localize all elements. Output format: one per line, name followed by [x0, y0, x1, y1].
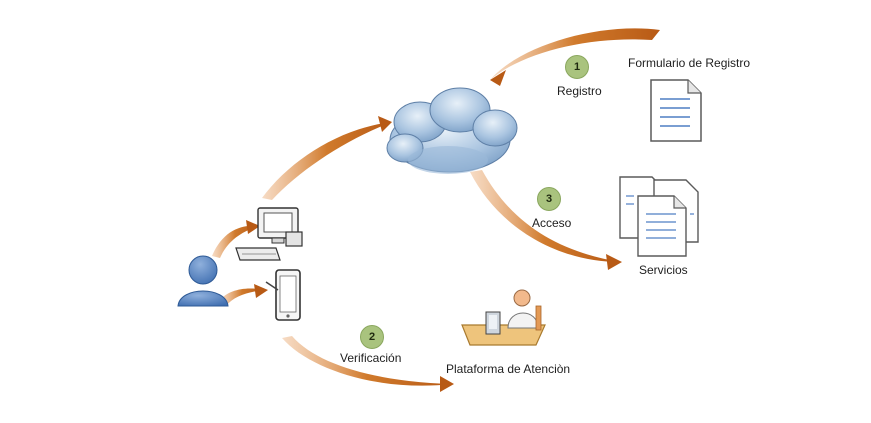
step-badge-3: 3 — [537, 187, 561, 211]
node-label-form: Formulario de Registro — [628, 56, 751, 70]
arrow-to-plataforma — [282, 336, 454, 392]
arrow-to-servicios — [470, 170, 622, 270]
arrow-user-tablet — [220, 284, 268, 306]
tablet-icon — [265, 269, 301, 321]
computer-icon — [235, 207, 303, 261]
node-label-services: Servicios — [639, 263, 688, 277]
cloud-icon — [386, 87, 518, 174]
user-icon — [177, 255, 229, 307]
documents-stack-icon — [619, 176, 699, 257]
node-label-platform: Plataforma de Atenciòn — [446, 362, 571, 376]
step-badge-1: 1 — [565, 55, 589, 79]
step-label-verificacion: Verificación — [340, 351, 402, 365]
arrow-user-computer — [212, 220, 260, 258]
support-agent-icon — [461, 289, 546, 346]
step-label-acceso: Acceso — [532, 216, 572, 230]
arrow-to-cloud — [262, 116, 392, 200]
step-badge-2: 2 — [360, 325, 384, 349]
arrow-to-registro — [490, 28, 660, 86]
document-icon — [650, 79, 702, 142]
step-label-registro: Registro — [557, 84, 602, 98]
